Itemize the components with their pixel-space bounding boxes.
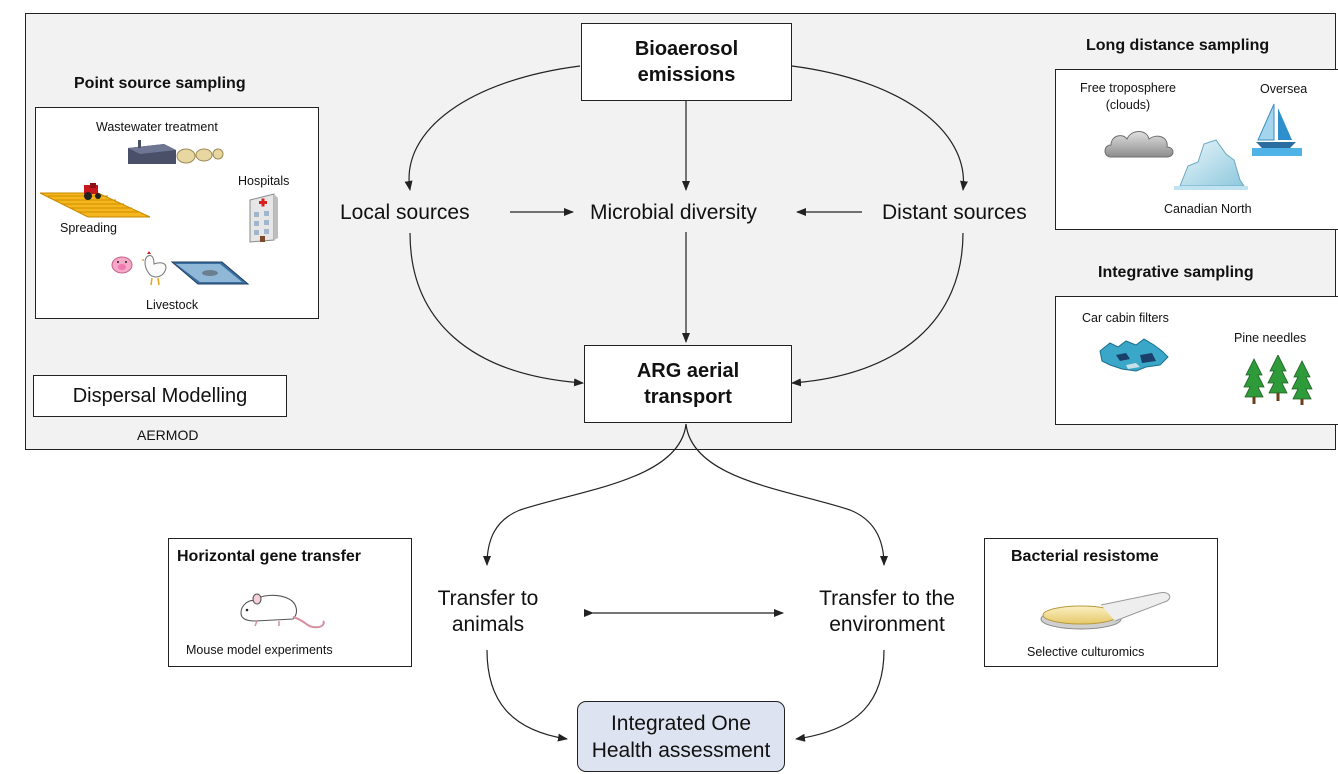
long-distance-heading: Long distance sampling [1086,37,1270,54]
hgt-heading: Horizontal gene transfer [177,548,362,565]
oversea-label: Oversea [1260,82,1308,96]
resistome-caption: Selective culturomics [1027,645,1145,659]
local-sources-label: Local sources [340,201,470,224]
microbial-diversity-label: Microbial diversity [590,201,757,224]
wastewater-label: Wastewater treatment [96,120,218,134]
sailboat-icon [1252,103,1302,156]
livestock-label: Livestock [146,298,199,312]
iceberg-icon [1174,139,1248,190]
point-source-heading: Point source sampling [74,75,246,92]
bioaerosol-emissions-label: Bioaerosol emissions [634,38,739,86]
point-source-box: Wastewater treatment Hospitals S [35,107,319,319]
bioaerosol-emissions-node: Bioaerosol emissions [581,23,792,101]
arg-transport-label: ARG aerial transport [636,360,740,408]
car-cabin-label: Car cabin filters [1082,311,1169,325]
arrow-distant-arg [791,232,964,387]
arrow-animals-onehealth [486,649,568,742]
resistome-heading: Bacterial resistome [1011,548,1159,565]
transfer-environment-label: Transfer to the environment [819,587,955,636]
fish-pond-icon [170,261,250,285]
transfer-animals-label: Transfer to animals [437,587,539,636]
spreading-field-icon [39,183,151,218]
arrow-environment-onehealth [795,649,885,742]
hospital-icon [249,193,278,243]
spreading-label: Spreading [60,221,117,235]
integrative-heading: Integrative sampling [1098,264,1254,281]
canadian-north-label: Canadian North [1164,202,1252,216]
pine-needles-label: Pine needles [1234,331,1307,345]
integrative-box: Car cabin filters Pine needles [1055,296,1338,425]
hgt-box: Horizontal gene transfer Mouse model exp… [168,538,412,667]
arrow-local-arg [409,232,584,387]
chicken-icon [141,251,167,286]
pig-icon [111,256,133,274]
hospitals-label: Hospitals [238,174,290,188]
one-health-node: Integrated One Health assessment [577,701,785,772]
long-distance-box: Free troposphere (clouds) Oversea Canadi… [1055,69,1338,230]
cloud-icon [1104,131,1174,158]
dispersal-modelling-label: Dispersal Modelling [72,385,248,407]
distant-sources-label: Distant sources [882,201,1027,224]
arrow-arg-environment [685,423,888,566]
transfer-environment-node: Transfer to the environment [802,586,972,638]
resistome-box: Bacterial resistome Selective culturomic… [984,538,1218,667]
arrow-arg-animals [483,423,687,566]
dispersal-modelling-box: Dispersal Modelling [33,375,287,417]
arrow-bio-local [404,65,581,191]
troposphere-label: Free troposphere (clouds) [1080,81,1176,112]
hgt-caption: Mouse model experiments [186,643,333,657]
mouse-icon [240,593,325,629]
aermod-label: AERMOD [137,427,199,443]
pine-trees-icon [1243,355,1313,405]
wastewater-plant-icon [128,140,224,164]
petri-dish-icon [1040,592,1171,630]
transfer-animals-node: Transfer to animals [421,586,555,638]
canada-map-icon [1099,338,1169,372]
arrow-bio-distant [791,65,969,191]
arg-transport-node: ARG aerial transport [584,345,792,423]
one-health-label: Integrated One Health assessment [591,712,771,762]
